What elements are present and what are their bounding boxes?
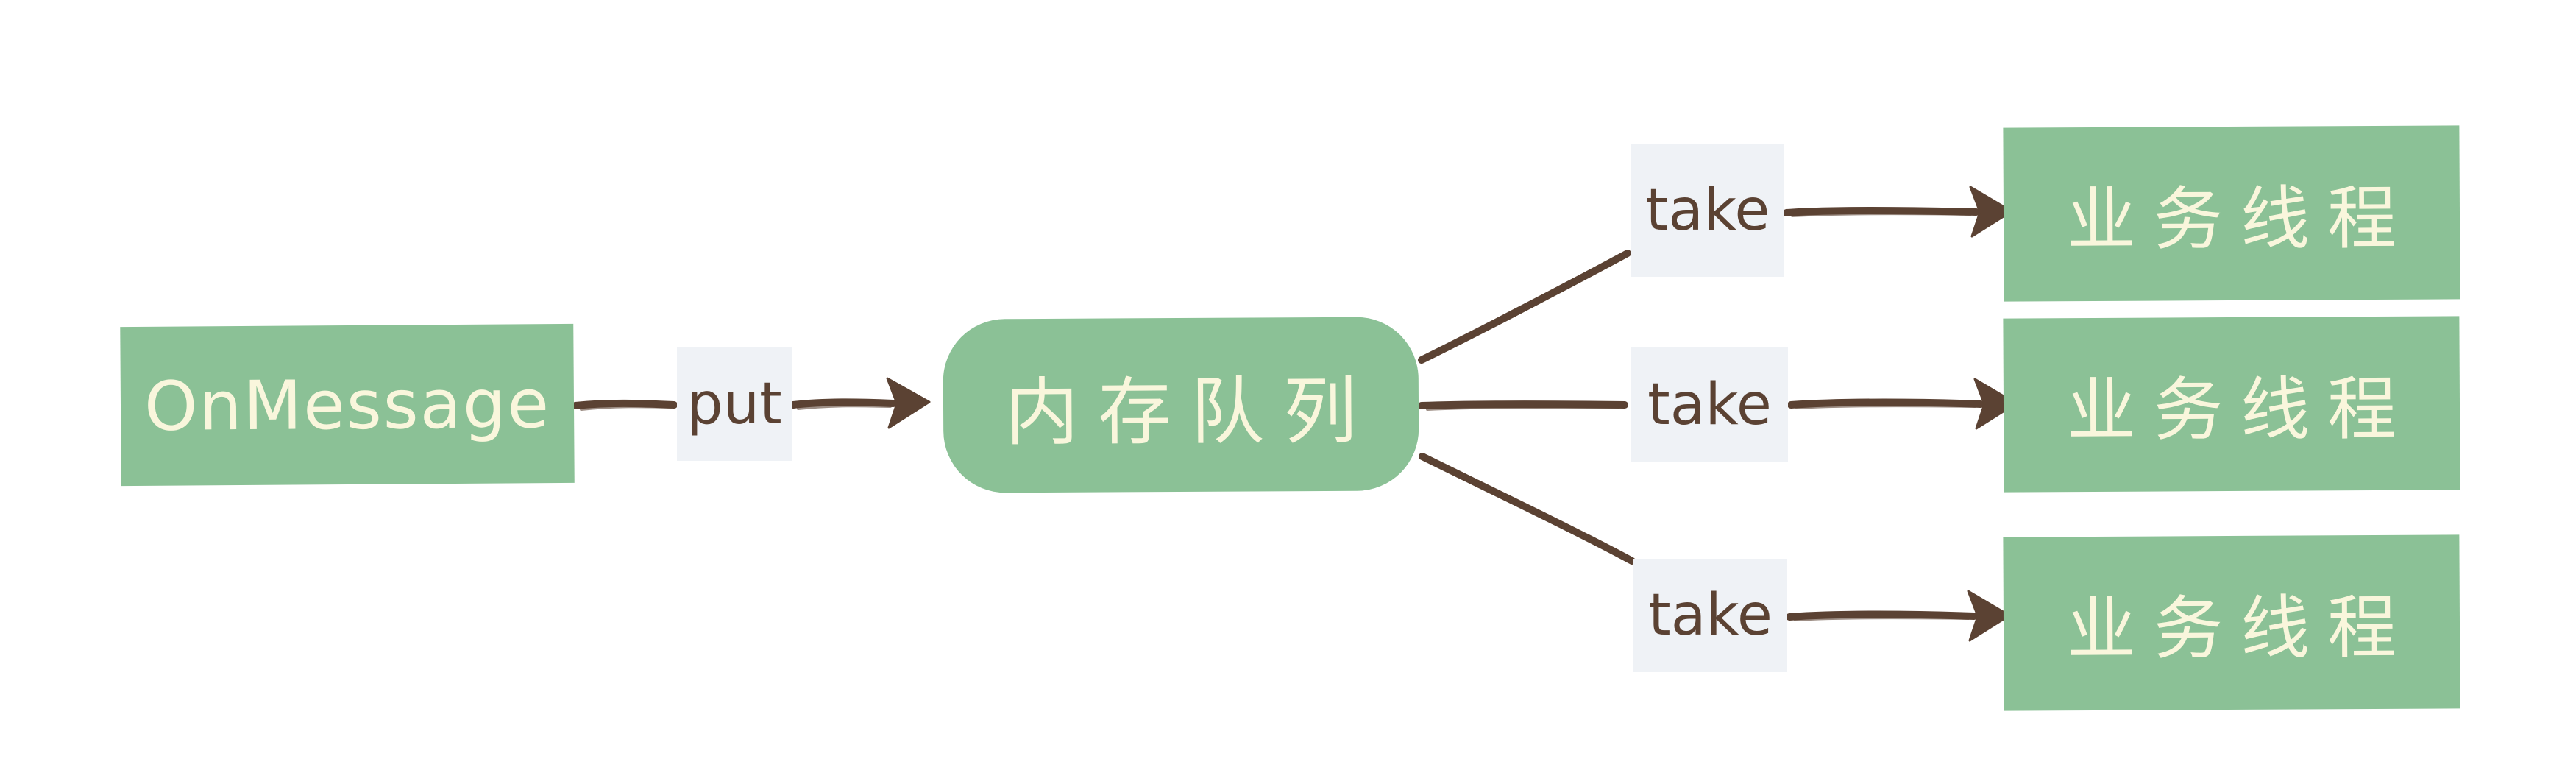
edge-queue-to-take3-line xyxy=(1419,453,1636,565)
worker-node-3: 业务线程 xyxy=(2003,534,2460,711)
worker-label-2: 业务线程 xyxy=(2066,369,2415,452)
producer-label: OnMessage xyxy=(143,364,551,446)
edge-take2-to-worker2-line-texture xyxy=(1795,404,1976,409)
put-edge-label-text: put xyxy=(686,370,782,437)
put-edge-label: put xyxy=(677,347,792,461)
take-edge-label-1: take xyxy=(1631,144,1784,277)
take-edge-label-3: take xyxy=(1633,559,1787,672)
edge-queue-to-take2-line xyxy=(1418,400,1628,409)
edge-take3-to-worker3-line-texture xyxy=(1794,616,1970,621)
edge-producer-to-put-line xyxy=(572,399,678,409)
queue-label: 内存队列 xyxy=(1004,367,1377,456)
edge-take3-to-worker3-line xyxy=(1786,610,1978,621)
queue-node: 内存队列 xyxy=(943,317,1419,493)
edge-queue-to-take1-line-texture xyxy=(1426,258,1620,361)
edge-take1-to-worker1-line xyxy=(1783,206,1980,216)
producer-node: OnMessage xyxy=(120,323,575,487)
worker-label-3: 业务线程 xyxy=(2066,587,2415,671)
edge-take1-to-worker1-line-texture xyxy=(1791,212,1972,217)
edge-put-to-queue-line xyxy=(790,398,897,409)
take-edge-label-2-text: take xyxy=(1647,372,1772,438)
take-edge-label-1-text: take xyxy=(1645,177,1770,244)
edge-take2-to-worker2-line xyxy=(1787,398,1984,409)
worker-node-2: 业务线程 xyxy=(2003,316,2460,493)
take-edge-label-2: take xyxy=(1631,347,1788,462)
edge-queue-to-take2-line-texture xyxy=(1426,405,1620,411)
edge-put-to-queue-line-texture xyxy=(797,404,892,410)
edge-put-to-queue-arrowhead xyxy=(886,377,931,429)
worker-node-1: 业务线程 xyxy=(2003,125,2460,302)
edge-queue-to-take3-line-texture xyxy=(1427,456,1625,558)
take-edge-label-3-text: take xyxy=(1648,582,1773,649)
worker-label-1: 业务线程 xyxy=(2066,178,2415,261)
edge-queue-to-take1-line xyxy=(1418,250,1631,364)
edge-producer-to-put-line-texture xyxy=(580,405,673,411)
